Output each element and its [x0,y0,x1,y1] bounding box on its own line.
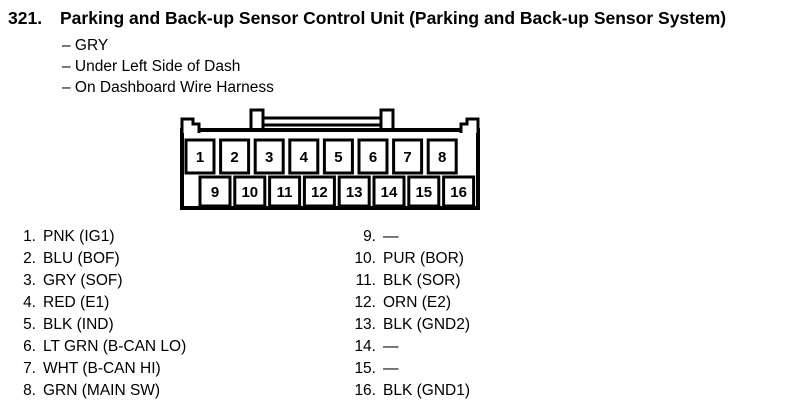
pin-label: — [383,338,399,355]
pin-cell [407,175,441,208]
page-title: Parking and Back-up Sensor Control Unit … [60,8,727,28]
connector-ear-left [180,117,201,133]
pin-cell-number: 2 [230,149,238,166]
detail-item-color: – GRY [62,37,109,54]
pin-row: 12. ORN (E2) [352,292,470,314]
pinout-table: 1. PNK (IG1) 2. BLU (BOF) 3. GRY (SOF) 4… [8,226,806,402]
pin-label: BLK (IND) [43,316,114,333]
pin-cell-number: 7 [403,149,411,166]
pin-row: 15. — [352,358,470,380]
pin-label: BLU (BOF) [43,250,120,267]
pin-number: 4. [23,294,36,311]
pin-cell-number: 4 [300,149,309,166]
pinout-column-left: 1. PNK (IG1) 2. BLU (BOF) 3. GRY (SOF) 4… [12,226,352,402]
pin-number: 10. [354,250,376,267]
pin-cell-number: 1 [196,149,204,166]
pin-label: LT GRN (B-CAN LO) [43,338,187,355]
pin-cell-number: 11 [277,184,293,201]
pin-label: RED (E1) [43,294,110,311]
pinout-column-right: 9. — 10. PUR (BOR) 11. BLK (SOR) 12. ORN… [352,226,470,402]
pin-label: ORN (E2) [383,294,452,311]
pin-number: 12. [354,294,376,311]
pin-label: BLK (SOR) [383,272,461,289]
pin-number: 14. [354,338,376,355]
pin-row: 6. LT GRN (B-CAN LO) [12,336,352,358]
pin-label: GRY (SOF) [43,272,123,289]
pin-label: BLK (GND1) [383,382,470,399]
pin-label: WHT (B-CAN HI) [43,360,161,377]
pin-number: 16. [354,382,376,399]
pin-cell [219,138,251,175]
pin-label: — [383,228,399,245]
pin-cell [198,175,232,208]
pin-cell [302,175,336,208]
pin-cell [268,175,302,208]
pin-cell-number: 9 [211,184,219,201]
pin-label: GRN (MAIN SW) [43,382,161,399]
pin-label: — [383,360,399,377]
pin-label: PUR (BOR) [383,250,464,267]
detail-item-harness: – On Dashboard Wire Harness [62,79,274,96]
detail-list: – GRY – Under Left Side of Dash – On Das… [62,35,806,98]
section-heading: 321. Parking and Back-up Sensor Control … [8,8,806,29]
pin-label: PNK (IG1) [43,228,115,245]
pin-row: 3. GRY (SOF) [12,270,352,292]
pin-row: 4. RED (E1) [12,292,352,314]
connector-diagram: 1 2 3 4 5 6 7 8 9 10 11 12 13 14 15 16 [180,108,480,210]
pin-row: 2. BLU (BOF) [12,248,352,270]
pin-cell-number: 14 [381,184,398,201]
pin-number: 2. [23,250,36,267]
pin-cell-number: 16 [450,184,467,201]
pin-cell [253,138,285,175]
pin-number: 8. [23,382,36,399]
pin-row: 1. PNK (IG1) [12,226,352,248]
pin-cell [322,138,354,175]
pin-number: 6. [23,338,36,355]
pin-cell-number: 10 [241,184,258,201]
pin-cell-number: 15 [415,184,432,201]
pin-cell-number: 13 [346,184,363,201]
pin-number: 7. [23,360,36,377]
connector-ear-right [459,117,480,133]
pin-cell [392,138,424,175]
pin-row: 7. WHT (B-CAN HI) [12,358,352,380]
pin-row: 13. BLK (GND2) [352,314,470,336]
pin-row: 11. BLK (SOR) [352,270,470,292]
pin-cell-number: 6 [369,149,377,166]
pin-cell-number: 5 [334,149,342,166]
pin-row: 16. BLK (GND1) [352,380,470,402]
pin-cell [357,138,389,175]
pin-number: 5. [23,316,36,333]
pin-label: BLK (GND2) [383,316,470,333]
connector-latch-bar [255,116,389,127]
pin-cell-number: 3 [265,149,273,166]
pin-row: 14. — [352,336,470,358]
section-number: 321. [8,8,43,28]
pin-number: 11. [355,272,376,289]
pin-row: 5. BLK (IND) [12,314,352,336]
pin-cell [184,138,216,175]
pin-row: 10. PUR (BOR) [352,248,470,270]
pin-cell [372,175,406,208]
pin-cell-number: 12 [311,184,328,201]
pin-number: 3. [23,272,36,289]
pin-number: 1. [23,228,36,245]
pin-number: 13. [354,316,376,333]
pin-row: 8. GRN (MAIN SW) [12,380,352,402]
pin-cell [442,175,476,208]
pin-cell [233,175,267,208]
pin-cell [337,175,371,208]
connector-figure: 1 2 3 4 5 6 7 8 9 10 11 12 13 14 15 16 [172,108,488,212]
pin-cell [288,138,320,175]
pin-number: 15. [354,360,376,377]
pin-cell [426,138,458,175]
pin-number: 9. [363,228,376,245]
pin-cell-number: 8 [438,149,446,166]
detail-item-location: – Under Left Side of Dash [62,58,241,75]
pin-row: 9. — [352,226,470,248]
